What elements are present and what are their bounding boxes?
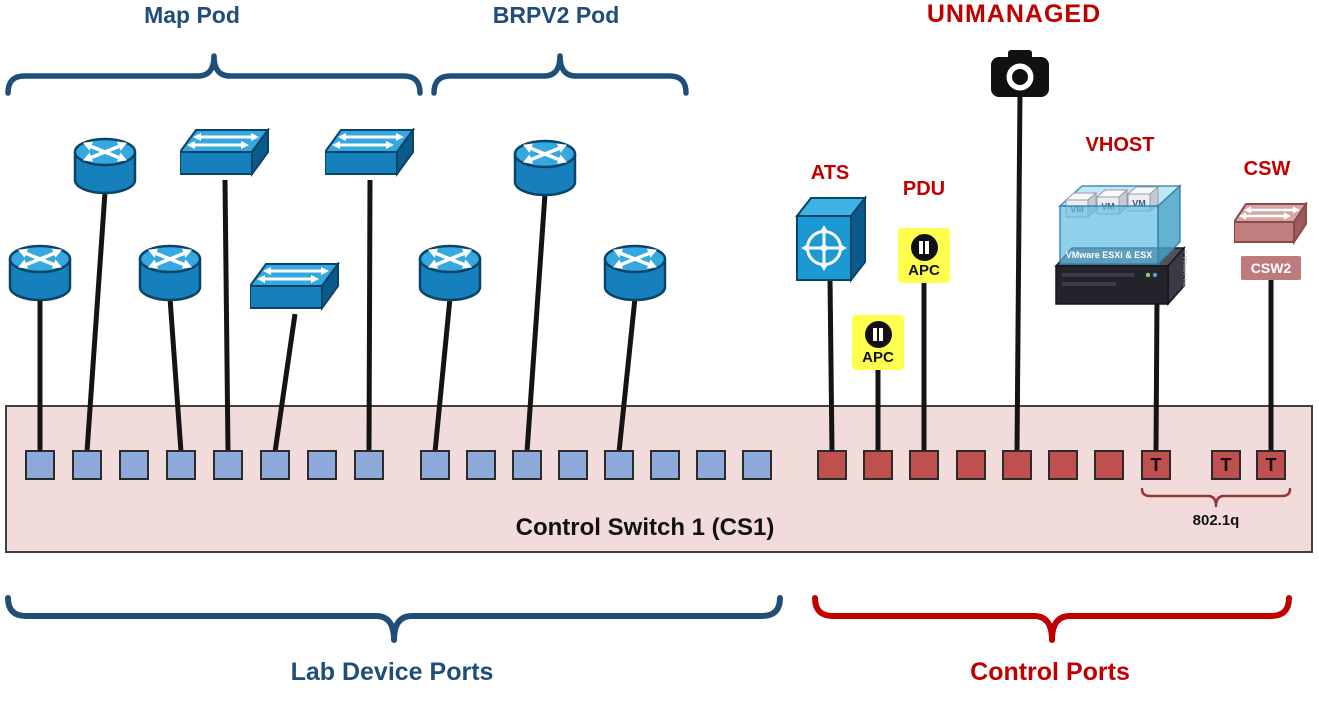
pdu-label: PDU — [902, 178, 946, 200]
control-ports-brace — [812, 595, 1292, 643]
map-pod-brace — [5, 53, 423, 96]
apc-label: APC — [908, 262, 940, 279]
control-port-5 — [1002, 450, 1032, 480]
tagged-port-1: T — [1141, 450, 1171, 480]
ats-icon — [794, 195, 867, 283]
connection-line — [827, 277, 835, 453]
control-port-3 — [909, 450, 939, 480]
lab-device-port-3 — [119, 450, 149, 480]
connection-line — [222, 179, 231, 453]
lab-device-port-11 — [512, 450, 542, 480]
lab-device-port-12 — [558, 450, 588, 480]
map-pod-router-2 — [8, 243, 72, 310]
switch-icon — [248, 260, 340, 312]
map-pod-router-1 — [73, 136, 137, 203]
vm-label: VM — [1132, 199, 1146, 209]
brpv2-pod-router-3 — [603, 243, 667, 310]
lab-device-port-15 — [696, 450, 726, 480]
brpv2-pod-router-2 — [513, 138, 577, 205]
brpv2-pod-router-1 — [418, 243, 482, 310]
connection-line — [167, 297, 184, 453]
vmware-copyright: © VMware, Inc. — [1181, 250, 1187, 288]
control-port-2 — [863, 450, 893, 480]
ats-label: ATS — [810, 162, 850, 184]
apc-label: APC — [862, 349, 894, 366]
lab-device-port-13 — [604, 450, 634, 480]
router-icon — [513, 139, 577, 197]
router-icon — [8, 244, 72, 302]
control-port-7 — [1094, 450, 1124, 480]
lab-device-ports-label: Lab Device Ports — [290, 658, 494, 686]
lab-device-port-4 — [166, 450, 196, 480]
pause-icon — [910, 234, 938, 261]
control-port-4 — [956, 450, 986, 480]
unmanaged-label: UNMANAGED — [926, 0, 1102, 28]
lab-device-ports-brace — [5, 595, 783, 643]
apc-power-1: APC — [852, 315, 904, 370]
vhost-label: VHOST — [1085, 134, 1155, 156]
csw2-name-badge: CSW2 — [1241, 256, 1301, 280]
lab-device-port-9 — [420, 450, 450, 480]
camera-icon — [991, 50, 1049, 97]
lab-device-port-1 — [25, 450, 55, 480]
map-pod-switch-1 — [178, 126, 270, 191]
dot1q-bracket — [1140, 487, 1292, 508]
router-icon — [603, 244, 667, 302]
tagged-port-2: T — [1211, 450, 1241, 480]
control-port-6 — [1048, 450, 1078, 480]
switch-icon — [323, 126, 415, 178]
pause-icon — [864, 321, 892, 348]
lab-device-port-10 — [466, 450, 496, 480]
dot1q-label: 802.1q — [1192, 512, 1240, 529]
control-ports-label: Control Ports — [970, 658, 1130, 686]
map-pod-router-3 — [138, 243, 202, 310]
apc-power-2: APC — [898, 228, 950, 283]
brpv2-pod-brace — [431, 53, 689, 96]
connection-line — [84, 191, 108, 453]
connection-line — [432, 297, 453, 453]
connection-line — [1014, 91, 1023, 453]
switch-icon — [178, 126, 270, 178]
lab-device-port-2 — [72, 450, 102, 480]
lab-device-port-8 — [354, 450, 384, 480]
control-port-1 — [817, 450, 847, 480]
map-pod-switch-2 — [248, 260, 340, 325]
brpv2-pod-label: BRPV2 Pod — [492, 2, 620, 28]
tagged-port-3: T — [1256, 450, 1286, 480]
connection-line — [524, 193, 548, 453]
csw2-switch-icon — [1234, 202, 1308, 246]
connection-line — [1153, 297, 1160, 453]
router-icon — [73, 137, 137, 195]
connection-line — [366, 179, 373, 453]
map-pod-switch-3 — [323, 126, 415, 191]
lab-device-port-14 — [650, 450, 680, 480]
connection-line — [616, 297, 638, 453]
vmware-banner: VMware ESXi & ESX — [1066, 250, 1153, 260]
router-icon — [138, 244, 202, 302]
lab-device-port-5 — [213, 450, 243, 480]
lab-device-port-6 — [260, 450, 290, 480]
csw-label: CSW — [1243, 158, 1291, 180]
map-pod-label: Map Pod — [144, 2, 240, 28]
vhost-server-icon: VM VM VM VMware ESXi & ESX © VMware, Inc… — [1054, 184, 1187, 306]
router-icon — [418, 244, 482, 302]
lab-device-port-7 — [307, 450, 337, 480]
lab-device-port-16 — [742, 450, 772, 480]
connection-line — [272, 313, 298, 453]
control-switch-title: Control Switch 1 (CS1) — [515, 514, 775, 541]
